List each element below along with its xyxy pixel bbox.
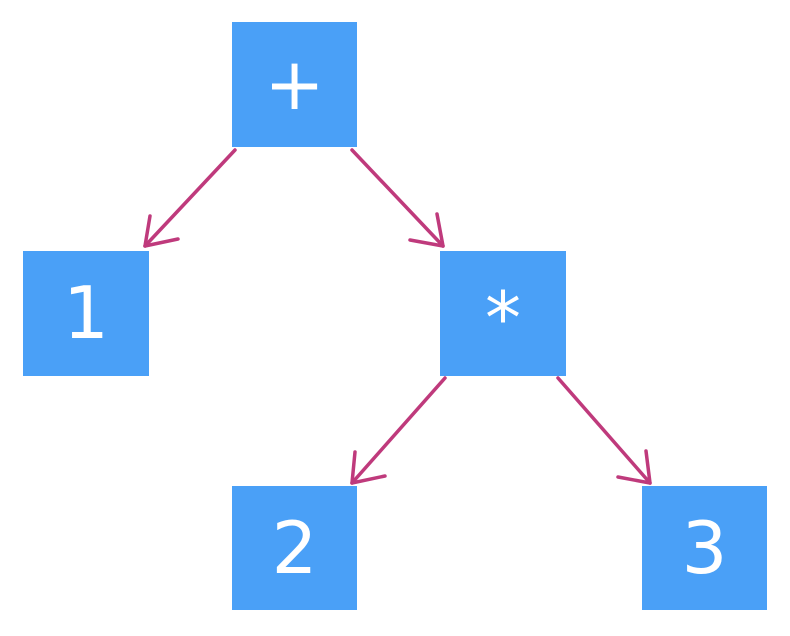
node-one-label: 1 [63,271,109,355]
edge-times-to-two [350,376,447,485]
node-plus: + [232,22,357,147]
edge-times-to-three [556,376,652,485]
node-three: 3 [642,486,767,610]
node-one: 1 [23,251,149,376]
edge-plus-to-times [350,148,445,248]
node-times-label: * [485,276,521,360]
node-three-label: 3 [682,506,728,590]
edge-plus-to-one [143,148,237,248]
node-two: 2 [232,486,357,610]
node-plus-label: + [264,42,324,126]
node-two-label: 2 [272,506,318,590]
node-times: * [440,251,566,376]
